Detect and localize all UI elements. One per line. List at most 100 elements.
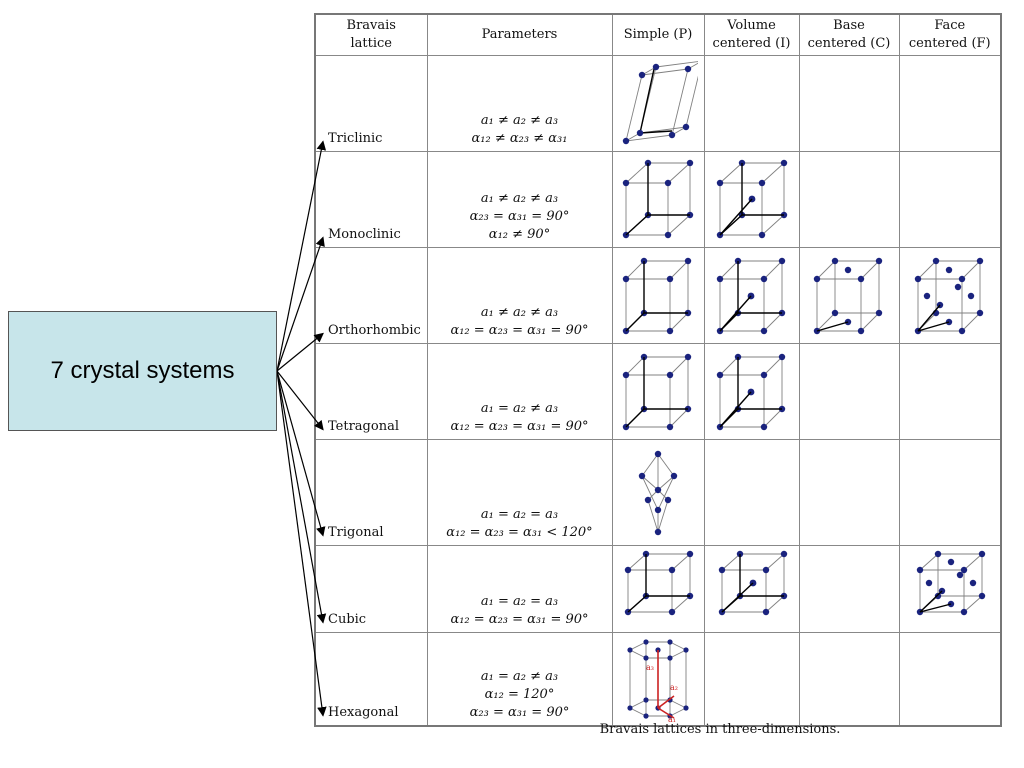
lattice-edge — [963, 595, 983, 613]
lattice-edge — [629, 649, 647, 659]
parameter-line: α₁₂ ≠ 90° — [488, 227, 551, 242]
lattice-atom — [670, 472, 678, 479]
lattice-cell-i — [703, 343, 800, 440]
lattice-cell-p — [611, 343, 705, 440]
lattice-cell-c — [798, 55, 900, 152]
parameter-line: a₁ = a₂ = a₃ — [480, 507, 559, 522]
lattice-atom — [683, 705, 689, 711]
lattice-edge — [627, 553, 647, 571]
lattice-atom — [762, 608, 769, 616]
lattice-axis — [718, 198, 753, 235]
table-caption: Bravais lattices in three-dimensions. — [599, 722, 841, 737]
lattice-axis — [625, 408, 645, 427]
lattice-atom — [925, 579, 932, 587]
lattice-cell-p — [611, 247, 705, 344]
lattice-edge — [667, 162, 691, 183]
lattice-edge — [721, 553, 740, 571]
lattice-atom — [960, 566, 967, 574]
lattice-cell-p — [611, 545, 705, 633]
lattice-atom — [958, 327, 965, 334]
lattice-edge — [647, 499, 659, 532]
lattice-axis — [639, 68, 655, 133]
orthorhombic-p-lattice — [622, 257, 692, 334]
lattice-atom — [978, 550, 985, 558]
lattice-edge — [761, 214, 784, 235]
lattice-edge — [761, 162, 784, 183]
lattice-atom — [643, 697, 649, 703]
lattice-edge — [629, 641, 647, 651]
lattice-axis — [625, 312, 645, 331]
lattice-atom — [758, 179, 765, 186]
lattice-atom — [686, 550, 694, 558]
orthorhombic-f-lattice — [914, 257, 983, 334]
lattice-edge — [629, 699, 647, 709]
header-simple: Simple (P) — [611, 13, 705, 56]
lattice-cell-f — [898, 632, 1002, 726]
parameter-line: α₁₂ = α₂₃ = α₃₁ = 90° — [450, 612, 589, 627]
lattice-atom — [831, 257, 839, 264]
triclinic-p-lattice — [622, 60, 698, 144]
lattice-axis — [719, 312, 738, 331]
lattice-edge — [657, 453, 675, 476]
lattice-atom — [664, 496, 672, 503]
lattice-edge — [625, 134, 673, 141]
lattice-atom — [643, 639, 649, 645]
lattice-atom — [716, 179, 723, 186]
parameter-line: α₁₂ = 120° — [484, 686, 555, 702]
lattice-cell-p — [611, 55, 705, 152]
lattice-atom — [976, 309, 983, 316]
cubic-i-lattice — [718, 550, 787, 616]
lattice-edge — [961, 260, 981, 279]
lattice-edge — [763, 260, 782, 279]
lattice-atom — [643, 713, 649, 719]
orthorhombic-c-lattice — [813, 257, 883, 334]
lattice-edge — [669, 649, 687, 659]
lattice-atom — [683, 647, 689, 653]
lattice-edge — [657, 475, 675, 490]
lattice-cell-p — [611, 151, 705, 248]
lattice-atom — [780, 159, 787, 166]
lattice-atom — [668, 131, 676, 138]
lattice-atom — [684, 353, 692, 360]
lattice-edge — [685, 75, 698, 127]
lattice-cell-i — [703, 632, 800, 726]
lattice-atom — [627, 705, 633, 711]
lattice-edge — [860, 260, 880, 279]
monoclinic-i-lattice — [716, 159, 787, 238]
hexagonal-axis-label: a₁ — [668, 715, 676, 722]
lattice-edge — [963, 553, 983, 571]
lattice-edge — [919, 553, 939, 571]
lattice-atom — [654, 450, 662, 457]
hexagonal-axis — [657, 695, 675, 709]
lattice-atom — [760, 327, 767, 334]
lattice-atom — [844, 266, 852, 273]
lattice-atom — [914, 275, 921, 282]
lattice-atom — [654, 528, 662, 535]
lattice-edge — [671, 68, 689, 135]
lattice-atom — [666, 423, 674, 430]
lattice-atom — [875, 309, 883, 316]
hexagonal-axis-label: a₂ — [670, 683, 678, 692]
lattice-atom — [666, 327, 674, 334]
lattice-atom — [668, 566, 676, 574]
lattice-edge — [765, 595, 784, 613]
lattice-axis — [919, 603, 951, 613]
hexagonal-axis — [657, 707, 675, 719]
lattice-edge — [625, 162, 649, 183]
lattice-atom — [976, 257, 983, 264]
lattice-axis — [625, 213, 649, 236]
lattice-edge — [763, 356, 782, 375]
lattice-system-name: Triclinic — [314, 55, 428, 152]
lattice-atom — [627, 647, 633, 653]
lattice-edge — [669, 260, 689, 279]
lattice-atom — [934, 550, 941, 558]
crystal-systems-label: 7 crystal systems — [50, 357, 235, 384]
lattice-cell-f — [898, 247, 1002, 344]
parameter-line: α₁₂ = α₂₃ = α₃₁ = 90° — [450, 323, 589, 338]
